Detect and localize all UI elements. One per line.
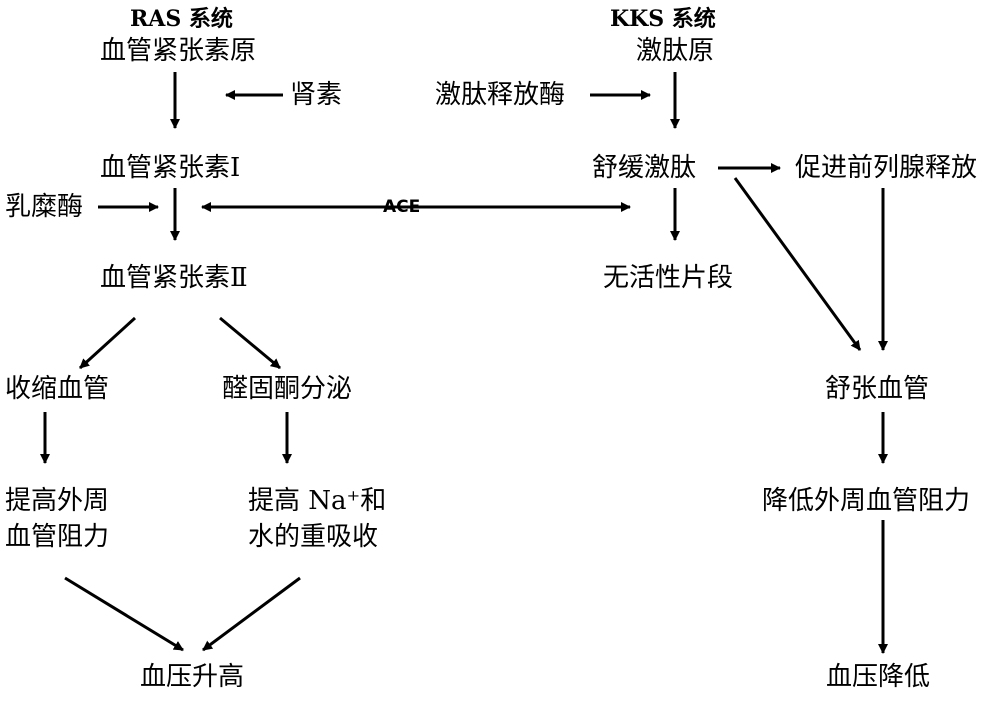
bp-up-label: 血压升高 (140, 662, 245, 692)
lower-resistance-label: 降低外周血管阻力 (762, 486, 971, 516)
resistance-line1: 提高外周 (5, 486, 110, 516)
arrow-bradykinin-to-vasodilation (733, 177, 862, 351)
angiotensin-2-label: 血管紧张素Ⅱ (100, 263, 248, 293)
vasoconstriction-label: 收缩血管 (5, 374, 110, 404)
reabsorption-line1: 提高 Na⁺和 (248, 486, 387, 516)
angiotensinogen-label: 血管紧张素原 (100, 36, 257, 66)
aldosterone-label: 醛固酮分泌 (222, 374, 353, 404)
inactive-fragment-label: 无活性片段 (603, 263, 734, 293)
arrow-ang2-to-vasoconstriction (78, 316, 137, 370)
arrow-ang2-to-aldosterone (219, 316, 281, 370)
vasodilation-label: 舒张血管 (825, 374, 930, 404)
arrow-reabsorption-to-bp-up (202, 576, 301, 652)
reabsorption-line2: 水的重吸收 (248, 522, 379, 552)
arrow-resistance-to-bp-up (64, 576, 184, 652)
renin-label: 肾素 (290, 80, 343, 110)
ras-system-title: RAS 系统 (130, 6, 233, 32)
prostaglandin-label: 促进前列腺释放 (795, 153, 978, 183)
bp-down-label: 血压降低 (826, 662, 931, 692)
chymase-label: 乳糜酶 (5, 192, 84, 222)
kks-system-title: KKS 系统 (610, 6, 716, 32)
kallikrein-label: 激肽释放酶 (435, 80, 566, 110)
ace-label: ACE (383, 197, 421, 217)
angiotensin-1-label: 血管紧张素Ⅰ (100, 153, 241, 183)
bradykinin-label: 舒缓激肽 (592, 153, 697, 183)
resistance-line2: 血管阻力 (5, 522, 110, 552)
kininogen-label: 激肽原 (636, 36, 715, 66)
